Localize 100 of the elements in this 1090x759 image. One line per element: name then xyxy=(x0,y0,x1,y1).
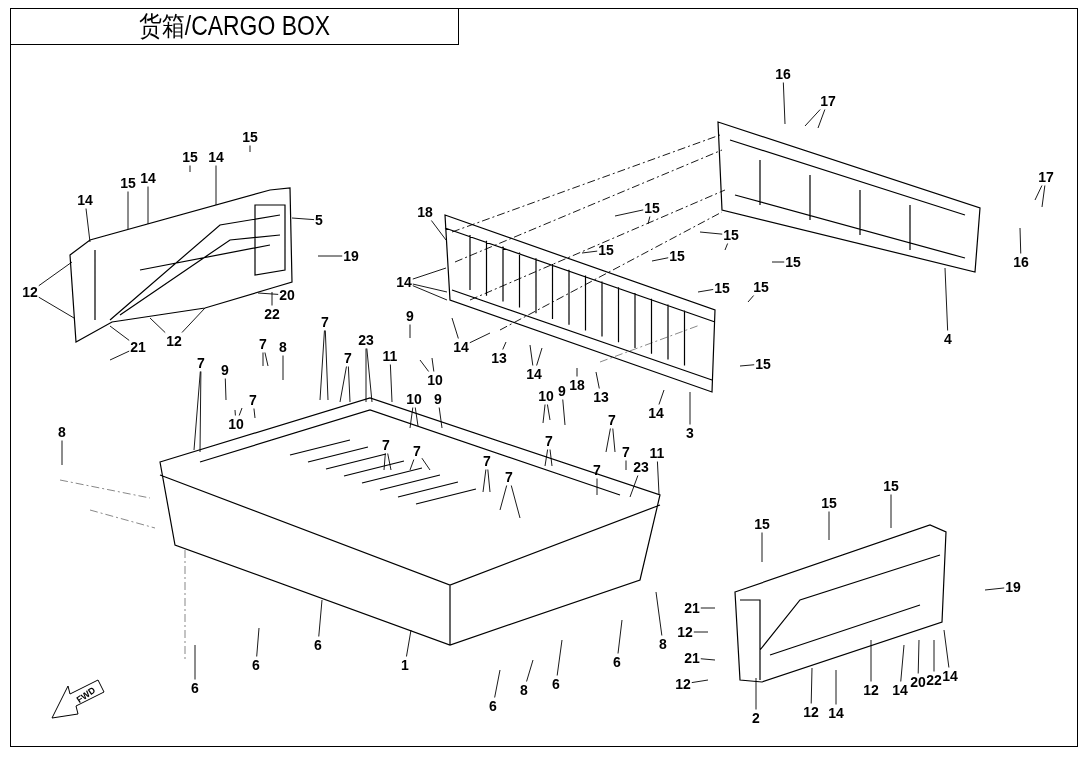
callout-number: 14 xyxy=(77,192,93,208)
leader-line xyxy=(810,667,813,704)
alignment-line xyxy=(454,149,723,263)
leader-line xyxy=(556,639,563,676)
leader-line xyxy=(38,296,75,319)
leader-line xyxy=(438,407,443,429)
callout-number: 21 xyxy=(130,339,146,355)
callout-number: 15 xyxy=(723,227,739,243)
leader-line xyxy=(181,307,206,333)
leader-line xyxy=(215,165,217,206)
leader-line xyxy=(319,330,325,401)
callout-number: 3 xyxy=(686,425,694,441)
callout-number: 7 xyxy=(413,443,421,459)
callout-number: 14 xyxy=(892,682,908,698)
callout-number: 5 xyxy=(315,212,323,228)
leader-line xyxy=(366,348,373,403)
leader-line xyxy=(546,404,551,421)
leader-line xyxy=(693,631,709,633)
leader-line xyxy=(647,216,651,225)
leader-line xyxy=(544,449,549,467)
leader-line xyxy=(747,295,755,303)
leader-line xyxy=(109,325,130,341)
callout-number: 7 xyxy=(622,444,630,460)
callout-number: 14 xyxy=(942,668,958,684)
callout-number: 4 xyxy=(944,331,952,347)
callout-number: 9 xyxy=(406,308,414,324)
callout-number: 23 xyxy=(633,459,649,475)
leader-line xyxy=(412,267,447,280)
callout-number: 15 xyxy=(755,356,771,372)
callout-number: 15 xyxy=(120,175,136,191)
leader-line xyxy=(1041,185,1046,208)
leader-line xyxy=(655,591,663,636)
callout-number: 14 xyxy=(828,705,844,721)
leader-line xyxy=(194,644,196,680)
leader-line xyxy=(383,453,386,471)
callout-number: 14 xyxy=(208,149,224,165)
leader-line xyxy=(625,460,627,471)
leader-line xyxy=(271,291,273,306)
callout-number: 7 xyxy=(382,437,390,453)
callout-number: 6 xyxy=(552,676,560,692)
leader-line xyxy=(147,186,149,225)
alignment-line xyxy=(469,189,726,301)
leader-line xyxy=(149,317,166,334)
callout-number: 13 xyxy=(593,389,609,405)
leader-line xyxy=(612,428,616,453)
callout-number: 15 xyxy=(242,129,258,145)
leader-line xyxy=(224,378,227,401)
leader-line xyxy=(828,511,830,541)
leader-line xyxy=(502,341,507,350)
leader-line xyxy=(691,679,709,684)
callout-number: 6 xyxy=(314,637,322,653)
callout-number: 15 xyxy=(644,200,660,216)
callout-number: 11 xyxy=(649,445,665,461)
leader-line xyxy=(526,659,534,682)
leader-line xyxy=(700,607,716,609)
leader-line xyxy=(562,399,566,426)
callout-number: 9 xyxy=(434,391,442,407)
leader-line xyxy=(617,619,623,654)
callout-number: 12 xyxy=(675,676,691,692)
callout-number: 7 xyxy=(344,350,352,366)
callout-number: 9 xyxy=(221,362,229,378)
leader-line xyxy=(412,285,448,301)
callout-number: 7 xyxy=(249,392,257,408)
callout-number: 12 xyxy=(166,333,182,349)
callout-number: 15 xyxy=(598,242,614,258)
callout-number: 15 xyxy=(669,248,685,264)
leader-line xyxy=(658,389,665,405)
callout-number: 19 xyxy=(343,248,359,264)
leader-line xyxy=(469,332,491,344)
leader-line xyxy=(739,364,755,367)
callout-number: 7 xyxy=(545,433,553,449)
leader-line xyxy=(238,407,243,416)
leader-line xyxy=(262,352,264,367)
callout-number: 8 xyxy=(279,339,287,355)
callout-number: 19 xyxy=(1005,579,1021,595)
callout-number: 1 xyxy=(401,657,409,673)
callout-number: 18 xyxy=(417,204,433,220)
callout-number: 12 xyxy=(803,704,819,720)
callout-number: 14 xyxy=(396,274,412,290)
callout-number: 7 xyxy=(259,336,267,352)
callout-number: 15 xyxy=(182,149,198,165)
leader-line xyxy=(917,639,920,674)
callout-number: 12 xyxy=(677,624,693,640)
leader-line xyxy=(409,407,414,429)
leader-line xyxy=(900,644,905,682)
leader-line xyxy=(253,408,256,419)
callout-number: 15 xyxy=(754,516,770,532)
leader-line xyxy=(317,255,343,257)
leader-line xyxy=(596,478,598,496)
leader-line xyxy=(347,366,351,403)
leader-line xyxy=(409,324,411,339)
leader-line xyxy=(38,261,73,287)
callout-number: 14 xyxy=(526,366,542,382)
leader-line xyxy=(257,292,279,295)
callout-number: 16 xyxy=(1013,254,1029,270)
callout-number: 15 xyxy=(883,478,899,494)
callout-number: 6 xyxy=(489,698,497,714)
callout-number: 13 xyxy=(491,350,507,366)
callout-number: 20 xyxy=(279,287,295,303)
leader-line xyxy=(499,485,508,511)
